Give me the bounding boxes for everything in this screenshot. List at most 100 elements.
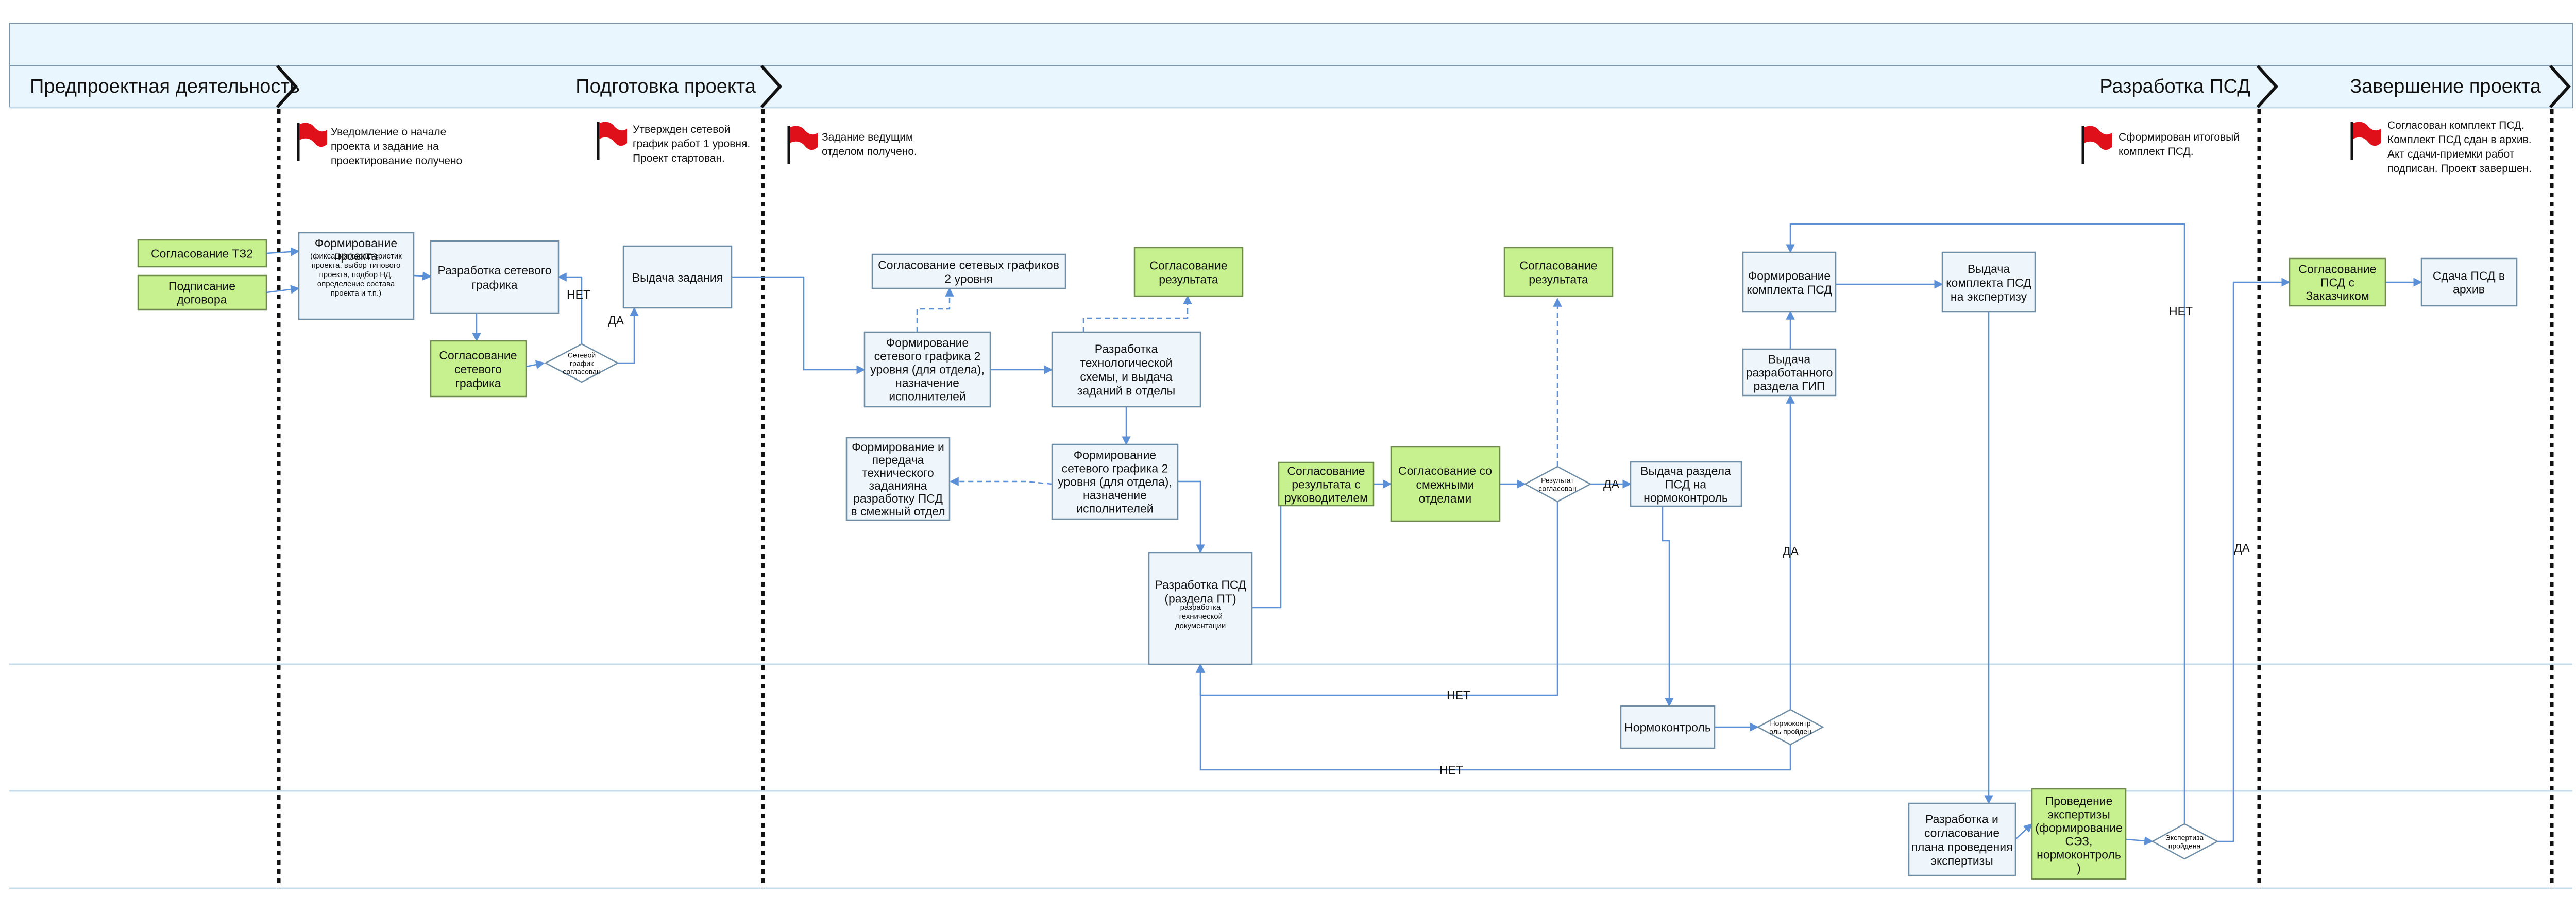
title-band [9,23,2573,66]
text-line: проекта и т.п.) [331,289,381,298]
text-line: проекта, подбор НД, [319,270,393,279]
milestone-text: Задание ведущим отделом получено. [822,131,917,158]
node-norm-control: Нормоконтроль [1620,705,1716,749]
flow-arrow [1178,480,1205,554]
text-line: Формирование [886,336,969,350]
text-line: Формирование и [852,440,944,454]
text-line: договора [177,293,227,306]
text-line: проекта, выбор типового [312,261,401,270]
text-line: отделами [1419,492,1471,505]
text-line: подписан. Проект завершен. [2387,163,2532,175]
flow-arrow [1196,663,1791,771]
text-line: сетевого [454,363,502,376]
text-line: оль пройден [1769,727,1811,735]
svg-text:Согласование ТЗ2: Согласование ТЗ2 [151,247,253,261]
phase-band [9,65,2573,108]
text-line: Задание ведущим [822,131,913,143]
svg-text:Разработка ПСД(раздела ПТ): Разработка ПСД(раздела ПТ) [1155,578,1246,605]
text-line: схемы, и выдача [1080,370,1172,383]
text-line: Согласование [1287,464,1365,478]
text-line: Согласование [1519,259,1597,272]
text-line: Акт сдачи-приемки работ [2387,148,2515,160]
text-line: комплекта ПСД [1946,276,2031,289]
flow-arrow [1786,223,2185,824]
text-line: комплект ПСД. [2119,146,2194,158]
text-line: комплекта ПСД [1747,283,1832,296]
phase-title-preparation: Подготовка проекта [575,76,756,97]
text-line: Выдача [1768,353,1811,366]
text-line: Нормоконтроль [1624,721,1711,734]
text-line: Комплект ПСД сдан в архив. [2387,134,2532,146]
milestone-flag-icon [597,122,627,160]
flow-arrow [266,285,300,294]
milestone-flag-icon [2350,122,2381,160]
text-line: раздела ГИП [1754,380,1825,393]
text-line: (фиксация характеристик [310,252,402,261]
milestone-flag-icon [297,123,327,161]
text-line: разработанного [1746,366,1833,380]
text-line: согласование [1924,826,1999,839]
text-line: Сформирован итоговый [2119,131,2240,143]
flow-arrow [413,271,432,281]
text-line: разработку ПСД [853,492,943,505]
flow-arrow [618,307,639,364]
text-line: отделом получено. [822,146,917,158]
text-line: пройдена [2168,841,2201,850]
flow-arrow [1252,479,1287,609]
text-line: сетевого графика 2 [874,350,981,363]
text-line: документации [1175,622,1226,630]
phase-chevron [276,64,298,109]
flow-arrow [266,247,300,256]
text-line: графика [471,278,517,291]
text-line: технологической [1080,356,1173,369]
milestone-text: Согласован комплект ПСД.Комплект ПСД сда… [2387,119,2532,175]
flow-arrow-dashed [916,287,954,332]
text-line: проектирование получено [331,155,462,167]
text-line: Согласование [2298,263,2376,276]
phase-chevron [2256,64,2279,109]
text-line: Проект стартован. [633,152,725,164]
text-line: Проведение [2045,795,2113,808]
svg-text:Нормоконтроль пройден: Нормоконтроль пройден [1769,719,1811,735]
phase-title-development: Разработка ПСД [2099,76,2250,97]
text-line: Формирование [315,236,397,250]
text-line: уровня (для отдела), [870,363,985,376]
flow-arrow-dashed [1082,295,1192,332]
svg-text:Нормоконтроль: Нормоконтроль [1624,721,1711,734]
text-line: Заказчиком [2306,289,2369,303]
text-line: проекта и задание на [331,141,439,152]
text-line: сетевого графика 2 [1062,462,1168,475]
node-task-issue: Выдача задания [622,245,733,309]
text-line: результата [1529,272,1588,286]
text-line: результата [1159,272,1218,286]
text-line: передача [872,453,924,467]
text-line: заданияна [869,479,927,492]
text-line: технического [862,466,934,479]
text-line: экспертизы [2047,808,2110,821]
